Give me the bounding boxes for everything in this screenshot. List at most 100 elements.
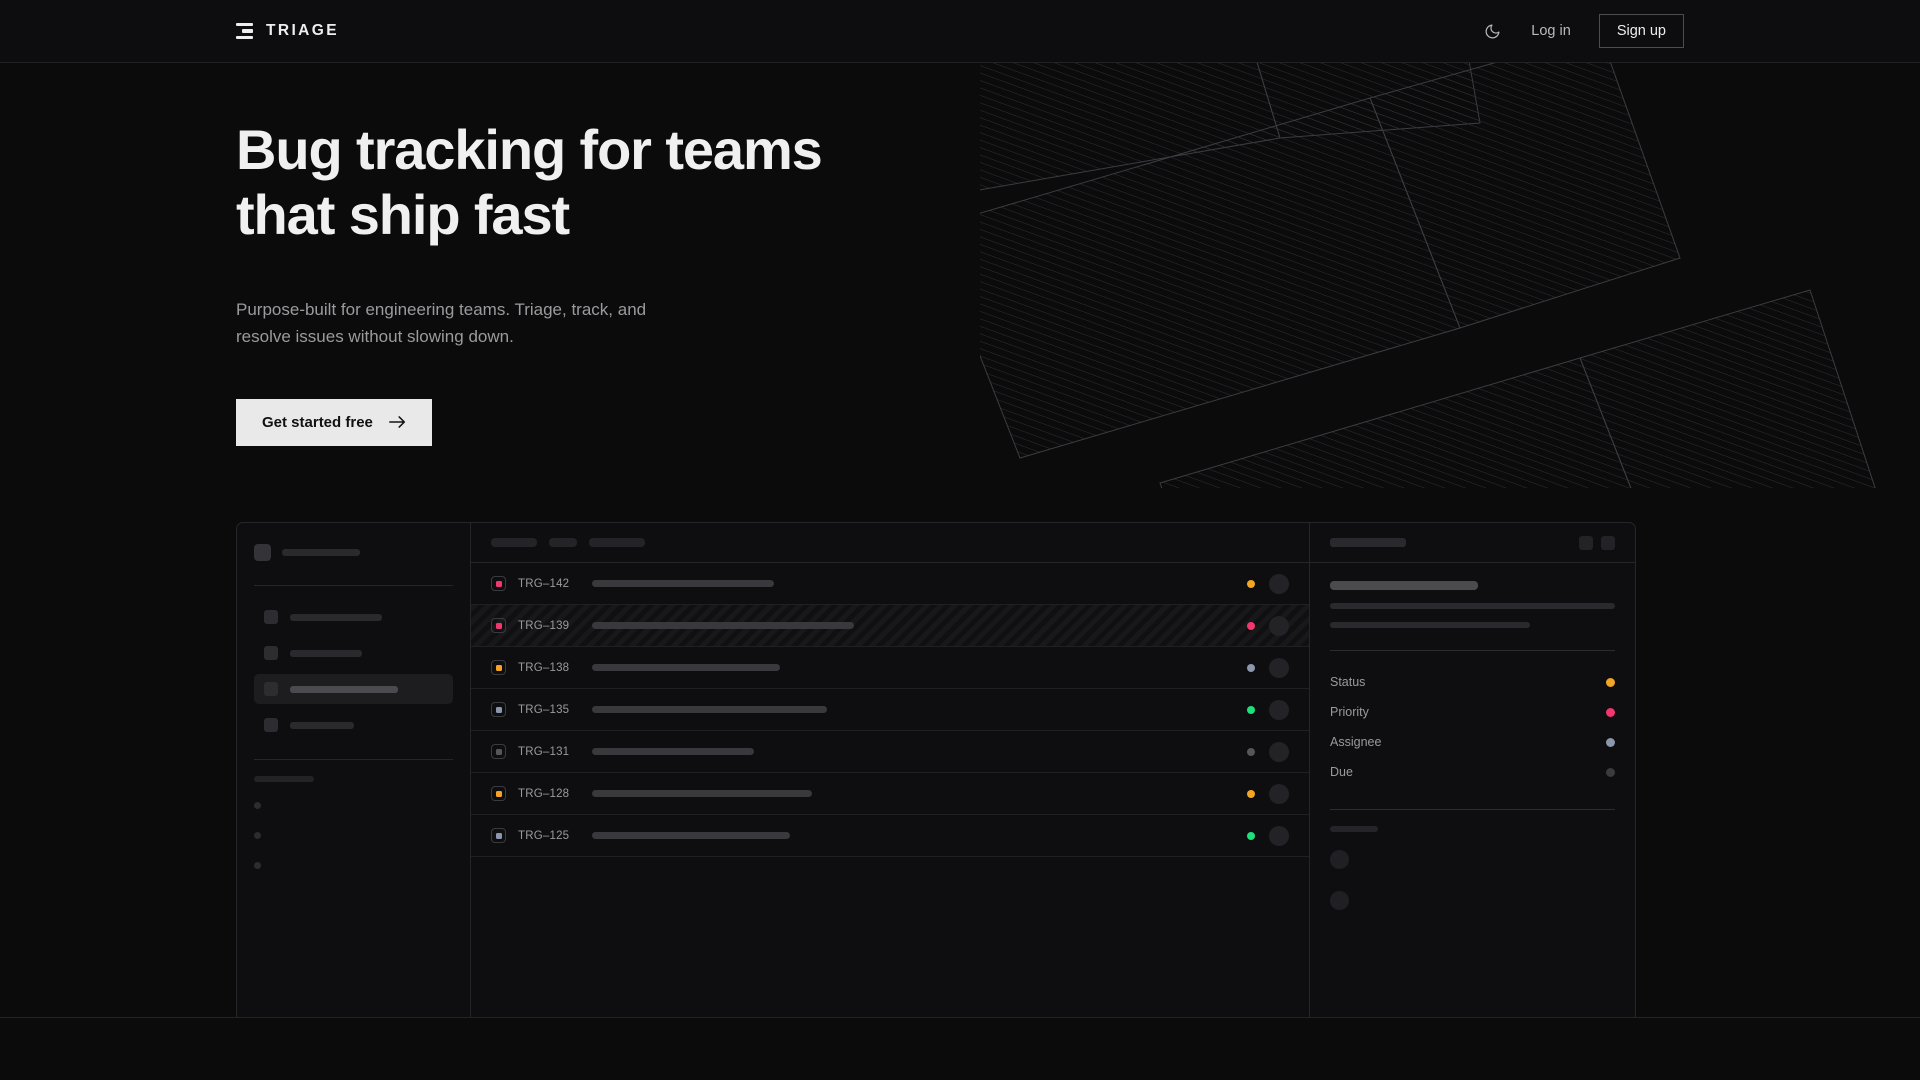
site-header: TRIAGE Log in Sign up (0, 0, 1920, 63)
issue-title-skeleton (592, 832, 790, 839)
detail-issue-title (1330, 581, 1478, 590)
login-link[interactable]: Log in (1531, 23, 1571, 39)
detail-meta-label: Status (1330, 675, 1366, 689)
issue-title-skeleton (592, 790, 812, 797)
table-row[interactable]: TRG–142 (471, 563, 1309, 605)
nav-item-label-skeleton (290, 721, 354, 729)
status-dot (1247, 705, 1255, 714)
priority-icon (491, 786, 506, 801)
table-row[interactable]: TRG–128 (471, 773, 1309, 815)
issue-title-skeleton (592, 580, 774, 587)
priority-icon (491, 744, 506, 759)
table-row[interactable]: TRG–131 (471, 731, 1309, 773)
sidebar-nav-item-3[interactable] (254, 674, 453, 704)
hero-section: Bug tracking for teams that ship fast Pu… (236, 118, 823, 446)
assignee-avatar (1269, 783, 1289, 804)
sidebar-nav (254, 602, 453, 740)
activity-section-label (1330, 826, 1378, 832)
sidebar-nav-item-4[interactable] (254, 710, 453, 740)
list-toolbar-control-2[interactable] (549, 538, 577, 547)
issue-id: TRG–139 (518, 619, 570, 632)
workspace-name-skeleton (282, 549, 360, 556)
sidebar-divider-2 (254, 759, 453, 760)
nav-item-icon (264, 646, 278, 660)
moon-icon[interactable] (1481, 20, 1503, 42)
detail-meta-value-dot (1606, 677, 1615, 687)
hero-headline: Bug tracking for teams that ship fast (236, 118, 823, 246)
detail-body-line-2 (1330, 622, 1530, 628)
sidebar-nav-item-1[interactable] (254, 602, 453, 632)
issue-id: TRG–138 (518, 661, 570, 674)
nav-item-label-skeleton (290, 613, 382, 621)
assignee-avatar (1269, 573, 1289, 594)
detail-meta-label: Priority (1330, 705, 1369, 719)
get-started-button[interactable]: Get started free (236, 398, 432, 446)
assignee-avatar (1269, 657, 1289, 678)
detail-panel-header (1310, 523, 1635, 563)
brand-logo[interactable]: TRIAGE (236, 22, 339, 40)
detail-divider-2 (1330, 809, 1615, 810)
detail-meta-value-dot (1606, 737, 1615, 747)
status-dot (1247, 621, 1255, 630)
priority-icon (491, 576, 506, 591)
activity-avatar-2 (1330, 891, 1349, 910)
assignee-avatar (1269, 699, 1289, 720)
detail-meta-value-dot (1606, 767, 1615, 777)
sidebar-mini-item-3[interactable] (254, 862, 261, 869)
priority-icon (491, 702, 506, 717)
detail-title-skeleton (1330, 538, 1406, 547)
workspace-switcher[interactable] (254, 539, 453, 566)
status-dot (1247, 831, 1255, 840)
detail-action-button-2[interactable] (1601, 535, 1615, 550)
decorative-hatched-panels (980, 28, 1920, 488)
header-nav: Log in Sign up (1481, 14, 1684, 48)
activity-avatar-1 (1330, 850, 1349, 869)
detail-meta-status[interactable]: Status (1330, 667, 1615, 697)
nav-item-label-skeleton (290, 685, 398, 693)
detail-description (1330, 603, 1615, 628)
detail-action-button-1[interactable] (1579, 535, 1593, 550)
issue-list-toolbar (471, 523, 1309, 563)
detail-header-actions (1579, 535, 1615, 550)
issue-id: TRG–131 (518, 745, 570, 758)
issue-id: TRG–135 (518, 703, 570, 716)
list-toolbar-control-1[interactable] (491, 538, 537, 547)
activity-list (1330, 850, 1615, 910)
table-row[interactable]: TRG–125 (471, 815, 1309, 857)
sidebar-group-label (254, 776, 314, 782)
triage-logo-icon (236, 22, 253, 40)
signup-button[interactable]: Sign up (1598, 14, 1684, 48)
priority-icon (491, 618, 506, 633)
priority-icon (491, 828, 506, 843)
detail-meta-assignee[interactable]: Assignee (1330, 727, 1615, 757)
mock-sidebar (237, 523, 471, 1017)
issue-title-skeleton (592, 664, 780, 671)
list-toolbar-control-3[interactable] (589, 538, 645, 547)
table-row[interactable]: TRG–135 (471, 689, 1309, 731)
sidebar-nav-item-2[interactable] (254, 638, 453, 668)
issue-id: TRG–128 (518, 787, 570, 800)
sidebar-mini-item-2[interactable] (254, 832, 261, 839)
issue-id: TRG–125 (518, 829, 570, 842)
status-dot (1247, 789, 1255, 798)
table-row[interactable]: TRG–138 (471, 647, 1309, 689)
issue-title-skeleton (592, 706, 827, 713)
status-dot (1247, 579, 1255, 588)
sidebar-divider (254, 585, 453, 586)
detail-meta-label: Assignee (1330, 735, 1382, 749)
table-row[interactable]: TRG–139 (471, 605, 1309, 647)
detail-meta-due[interactable]: Due (1330, 757, 1615, 787)
detail-meta-label: Due (1330, 765, 1353, 779)
sidebar-mini-item-1[interactable] (254, 802, 261, 809)
detail-meta-priority[interactable]: Priority (1330, 697, 1615, 727)
detail-meta-value-dot (1606, 707, 1615, 717)
status-dot (1247, 747, 1255, 756)
cta-label: Get started free (262, 413, 373, 431)
issue-id: TRG–142 (518, 577, 570, 590)
workspace-avatar (254, 544, 271, 561)
